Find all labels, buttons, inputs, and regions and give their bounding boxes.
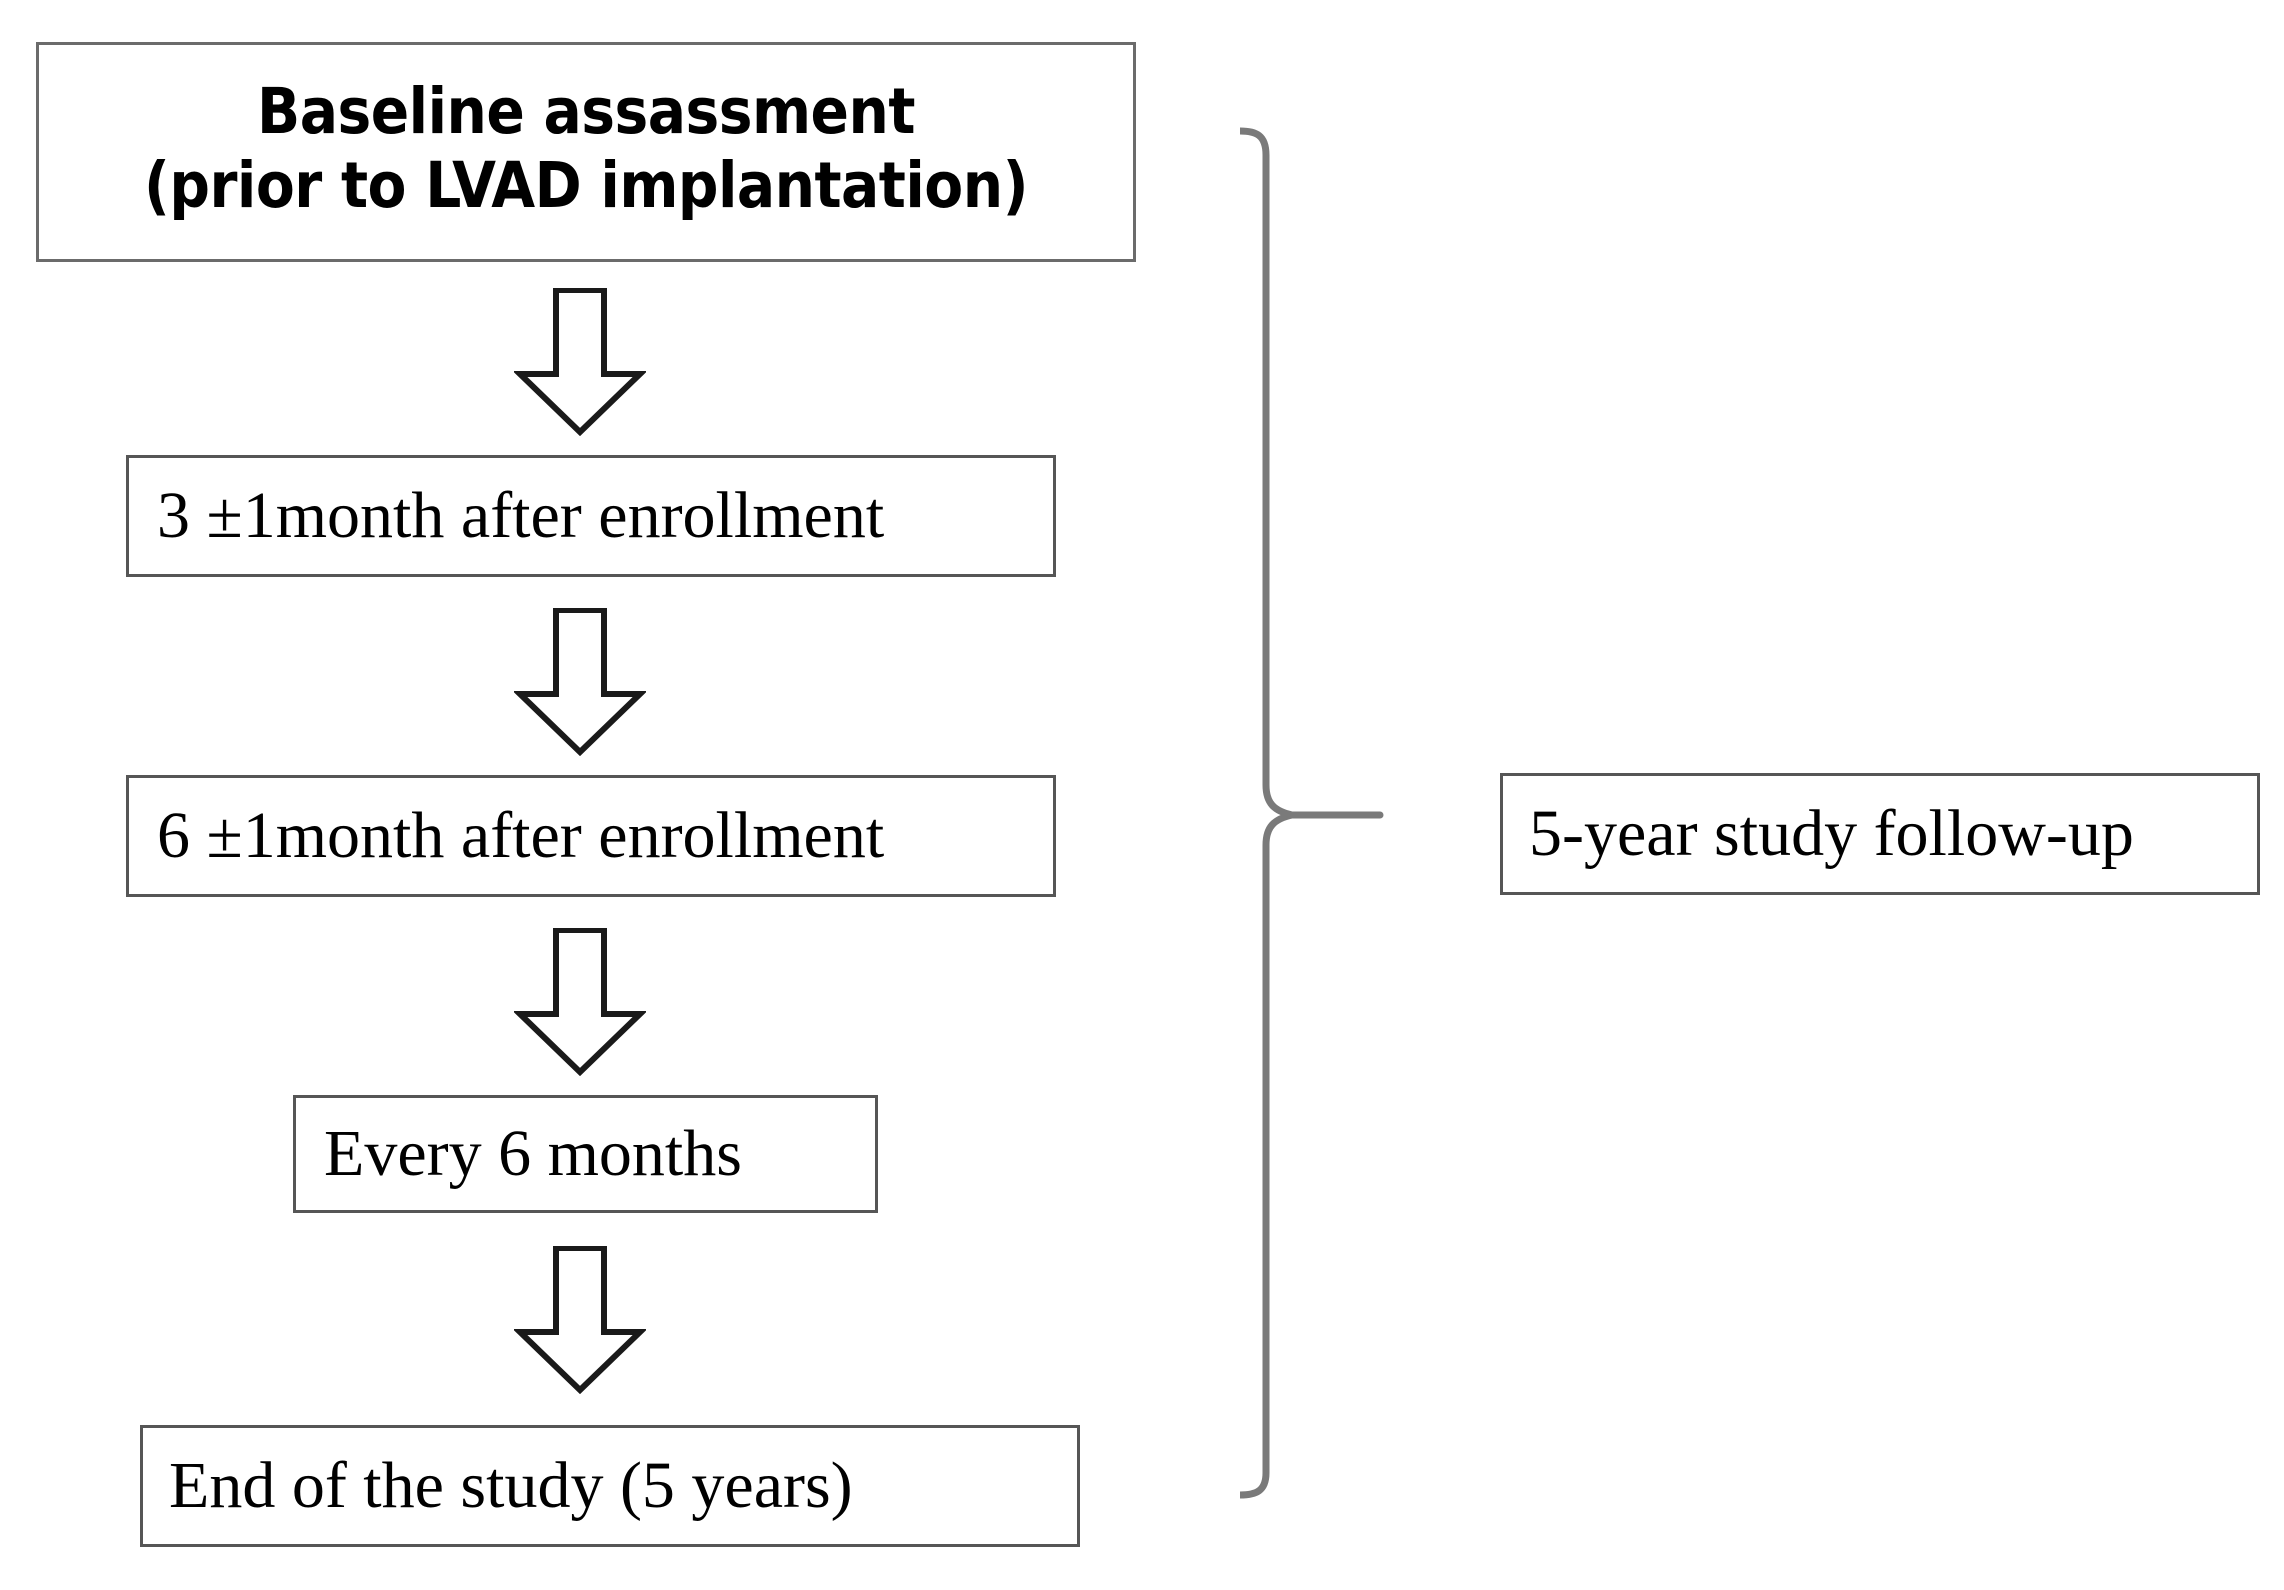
flow-node-end-of-study: End of the study (5 years) (140, 1425, 1080, 1547)
flow-node-five-year-follow-up-label: 5-year study follow-up (1529, 797, 2134, 871)
flow-node-baseline-label: Baseline assassment (prior to LVAD impla… (143, 74, 1029, 222)
flow-node-end-of-study-label: End of the study (5 years) (169, 1449, 853, 1523)
flow-node-month3: 3 ±1month after enrollment (126, 455, 1056, 577)
arrow-down-hollow-icon (514, 288, 646, 436)
flow-node-month6: 6 ±1month after enrollment (126, 775, 1056, 897)
curly-brace-right-icon (1230, 125, 1405, 1500)
flow-node-month3-label: 3 ±1month after enrollment (157, 479, 885, 553)
flow-node-every6months: Every 6 months (293, 1095, 878, 1213)
flow-node-month6-label: 6 ±1month after enrollment (157, 799, 885, 873)
arrow-down-hollow-icon (514, 1246, 646, 1394)
flow-node-five-year-follow-up: 5-year study follow-up (1500, 773, 2260, 895)
arrow-down-hollow-icon (514, 608, 646, 756)
flow-node-every6months-label: Every 6 months (324, 1117, 742, 1191)
flow-node-baseline: Baseline assassment (prior to LVAD impla… (36, 42, 1136, 262)
arrow-down-hollow-icon (514, 928, 646, 1076)
